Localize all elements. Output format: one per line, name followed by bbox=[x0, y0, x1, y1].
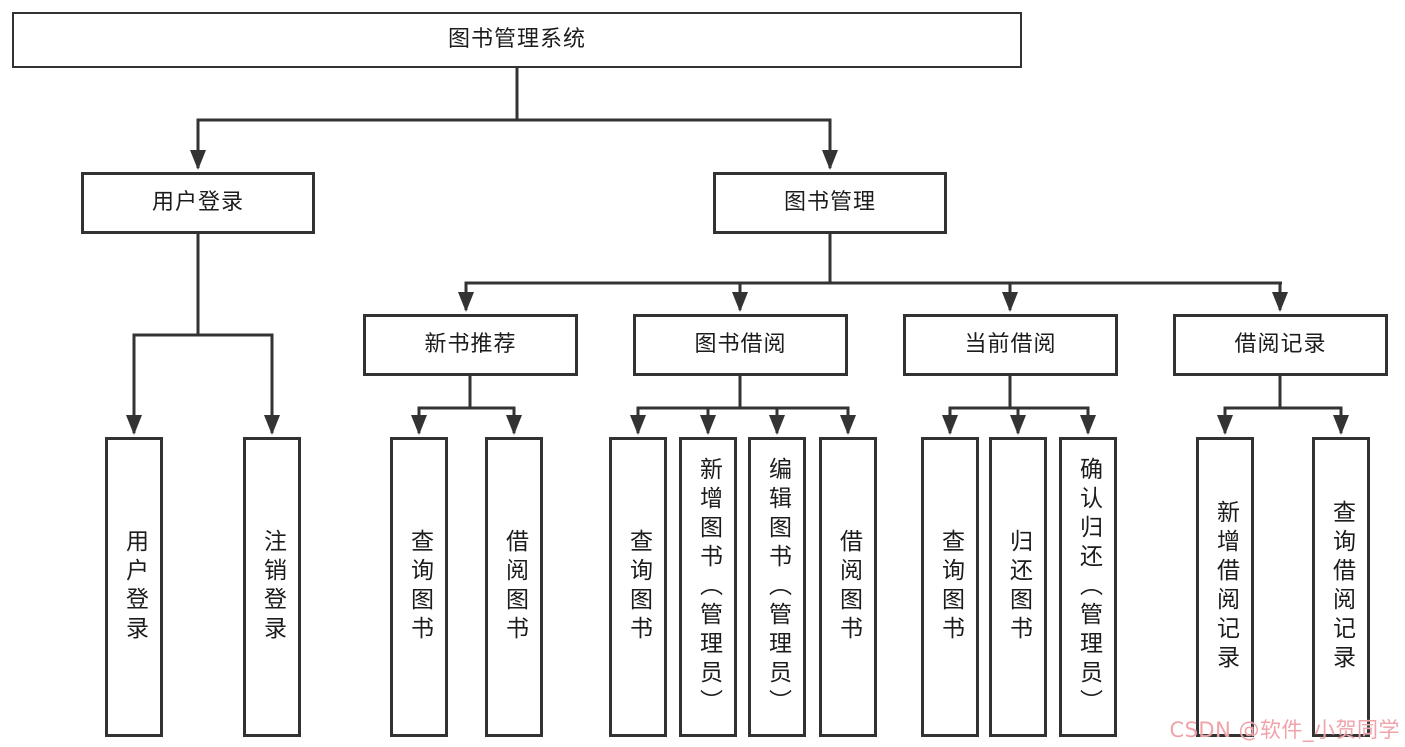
leaf-edit-books-admin: 编辑图书（管理员） bbox=[748, 437, 806, 737]
leaf-query-books-borrowing-label: 查询图书 bbox=[625, 529, 652, 645]
leaf-borrow-books-recommend-label: 借阅图书 bbox=[501, 529, 528, 645]
leaf-borrow-books: 借阅图书 bbox=[819, 437, 877, 737]
leaf-logout-label: 注销登录 bbox=[259, 529, 286, 645]
leaf-user-login: 用户登录 bbox=[105, 437, 163, 737]
connector-current-borrowing bbox=[942, 376, 1096, 435]
leaf-user-login-label: 用户登录 bbox=[121, 529, 148, 645]
node-book-borrowing-label: 图书借阅 bbox=[694, 332, 787, 357]
node-current-borrowing-label: 当前借阅 bbox=[964, 332, 1057, 357]
node-borrowing-records-label: 借阅记录 bbox=[1234, 332, 1327, 357]
leaf-query-books-recommend: 查询图书 bbox=[390, 437, 448, 737]
leaf-query-borrow-record-label: 查询借阅记录 bbox=[1328, 500, 1355, 674]
leaf-logout: 注销登录 bbox=[243, 437, 301, 737]
node-root: 图书管理系统 bbox=[12, 12, 1022, 68]
watermark: CSDN @软件_小贺同学 bbox=[1169, 718, 1400, 742]
leaf-query-books-current: 查询图书 bbox=[921, 437, 979, 737]
node-user-login-label: 用户登录 bbox=[151, 190, 244, 215]
node-book-management-label: 图书管理 bbox=[783, 190, 876, 215]
node-current-borrowing: 当前借阅 bbox=[903, 314, 1118, 376]
leaf-add-books-admin: 新增图书（管理员） bbox=[679, 437, 737, 737]
leaf-add-books-admin-label: 新增图书（管理员） bbox=[695, 456, 722, 718]
node-book-management: 图书管理 bbox=[713, 172, 947, 234]
leaf-query-books-recommend-label: 查询图书 bbox=[406, 529, 433, 645]
leaf-confirm-return-admin-label: 确认归还（管理员） bbox=[1075, 456, 1102, 718]
connector-root bbox=[190, 68, 838, 170]
leaf-query-borrow-record: 查询借阅记录 bbox=[1312, 437, 1370, 737]
connector-borrowing-records bbox=[1217, 376, 1349, 435]
leaf-return-books: 归还图书 bbox=[989, 437, 1047, 737]
node-new-book-recommend: 新书推荐 bbox=[363, 314, 578, 376]
node-book-borrowing: 图书借阅 bbox=[633, 314, 848, 376]
leaf-query-books-borrowing: 查询图书 bbox=[609, 437, 667, 737]
leaf-borrow-books-label: 借阅图书 bbox=[835, 529, 862, 645]
leaf-confirm-return-admin: 确认归还（管理员） bbox=[1059, 437, 1117, 737]
leaf-add-borrow-record-label: 新增借阅记录 bbox=[1212, 500, 1239, 674]
connector-book-management bbox=[458, 234, 1288, 312]
connector-new-book-recommend bbox=[411, 376, 522, 435]
node-new-book-recommend-label: 新书推荐 bbox=[424, 332, 517, 357]
connector-book-borrowing bbox=[630, 376, 856, 435]
node-borrowing-records: 借阅记录 bbox=[1173, 314, 1388, 376]
leaf-borrow-books-recommend: 借阅图书 bbox=[485, 437, 543, 737]
leaf-add-borrow-record: 新增借阅记录 bbox=[1196, 437, 1254, 737]
leaf-query-books-current-label: 查询图书 bbox=[937, 529, 964, 645]
connector-user-login bbox=[126, 234, 280, 435]
node-root-label: 图书管理系统 bbox=[447, 27, 586, 52]
leaf-return-books-label: 归还图书 bbox=[1005, 529, 1032, 645]
leaf-edit-books-admin-label: 编辑图书（管理员） bbox=[764, 456, 791, 718]
node-user-login: 用户登录 bbox=[81, 172, 315, 234]
